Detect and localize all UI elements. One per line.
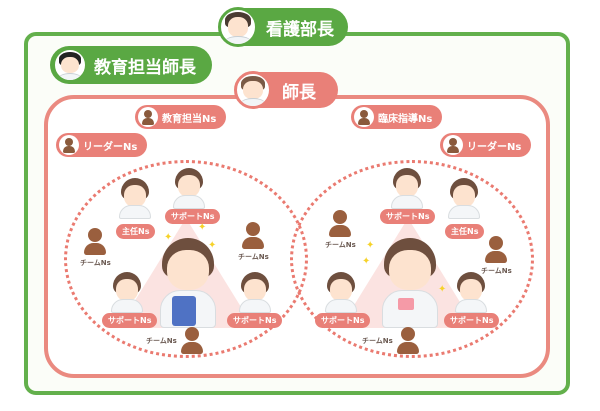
support-nurse-top-figure (390, 168, 424, 209)
support-tag-left: サポートNs (102, 313, 158, 328)
director-label: 看護部長 (266, 19, 334, 40)
head-nurse-badge: 師長 (234, 71, 338, 109)
leader-ns-badge-right: リーダーNs (440, 133, 532, 157)
team-nurse-right: チームNs (238, 222, 269, 262)
person-icon (138, 107, 158, 127)
person-icon (443, 135, 463, 155)
support-tag-top: サポートNs (165, 209, 221, 224)
education-head-badge: 教育担当師長 (50, 46, 212, 84)
person-icon (354, 107, 374, 127)
right-team-circle (290, 160, 534, 358)
sparkle-icon: ✦ (208, 240, 217, 251)
team-nurse-left: チームNs (325, 210, 356, 250)
education-head-avatar-icon (52, 47, 88, 83)
support-tag-top: サポートNs (380, 209, 436, 224)
head-nurse-avatar-icon (234, 71, 272, 109)
director-avatar-icon (218, 7, 258, 47)
chief-tag: 主任Ns (445, 224, 485, 239)
team-nurse-bottom: チームNs (362, 327, 419, 354)
sparkle-icon: ✦ (438, 284, 447, 295)
person-icon (59, 135, 79, 155)
head-nurse-label: 師長 (282, 82, 316, 103)
team-nurse-bottom: チームNs (146, 327, 203, 354)
support-tag-right: サポートNs (444, 313, 500, 328)
support-nurse-right-figure (454, 272, 488, 313)
chief-nurse-figure (118, 178, 152, 219)
team-nurse-right: チームNs (481, 236, 512, 276)
education-ns-badge: 教育担当Ns (135, 105, 227, 129)
sparkle-icon: ✦ (366, 240, 375, 251)
sparkle-icon: ✦ (198, 222, 207, 233)
support-nurse-left-figure (324, 272, 358, 313)
director-badge: 看護部長 (218, 7, 348, 47)
sparkle-icon: ✦ (362, 256, 371, 267)
sparkle-icon: ✦ (164, 232, 173, 243)
chief-nurse-figure (447, 178, 481, 219)
leader-ns-badge-left: リーダーNs (56, 133, 148, 157)
leader-nurse-left-figure (158, 238, 218, 328)
support-nurse-left-figure (110, 272, 144, 313)
team-nurse-left: チームNs (80, 228, 111, 268)
support-nurse-right-figure (238, 272, 272, 313)
chief-tag: 主任Ns (116, 224, 156, 239)
clinical-ns-badge: 臨床指導Ns (351, 105, 443, 129)
support-nurse-top-figure (172, 168, 206, 209)
leader-nurse-right-figure (380, 238, 440, 328)
support-tag-left: サポートNs (315, 313, 371, 328)
education-head-label: 教育担当師長 (94, 57, 196, 78)
support-tag-right: サポートNs (227, 313, 283, 328)
